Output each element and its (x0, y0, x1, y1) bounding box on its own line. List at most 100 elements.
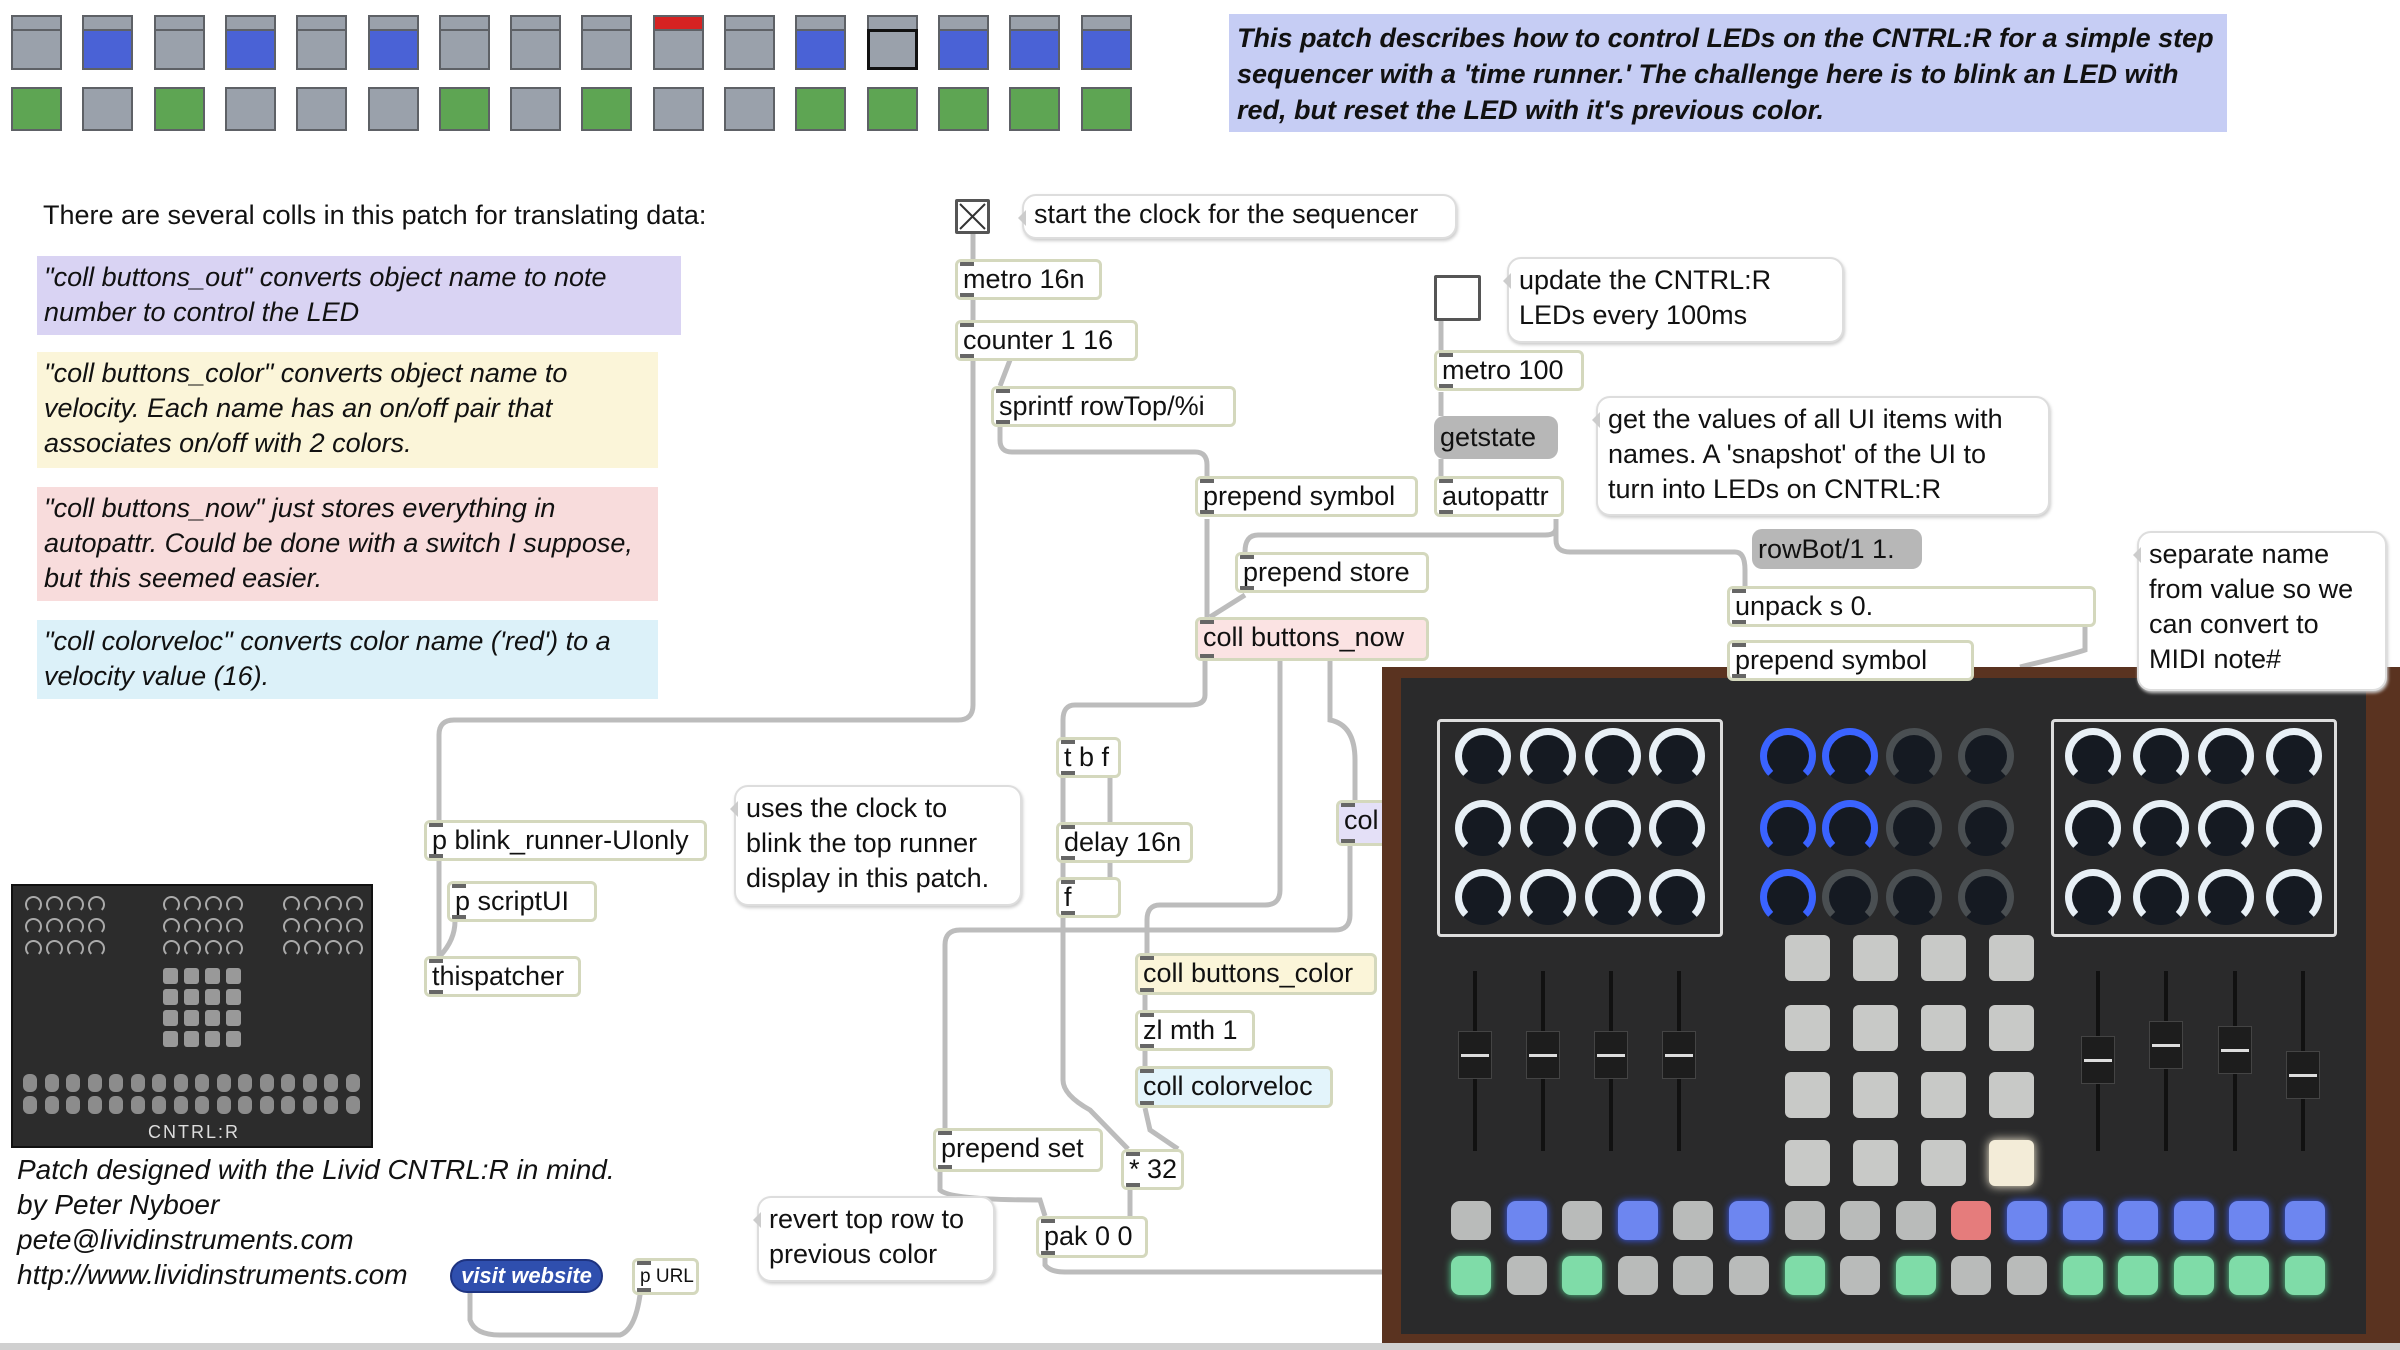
update-toggle[interactable] (1434, 275, 1481, 321)
scriptui-subpatch[interactable]: p scriptUI (447, 881, 597, 922)
fader (2081, 971, 2115, 1151)
prepend-set-object[interactable]: prepend set (933, 1128, 1103, 1172)
coll-colorveloc-object[interactable]: coll colorveloc (1135, 1066, 1333, 1108)
thumb-button (238, 1074, 252, 1092)
comment-uses-clock: uses the clock to blink the top runner d… (730, 785, 1022, 906)
runner-top-button[interactable] (153, 29, 205, 70)
x-mark-icon (959, 203, 986, 230)
thumb-button (152, 1074, 166, 1092)
thumb-knob (325, 940, 342, 957)
runner-bottom-button[interactable] (438, 87, 490, 131)
delay-object[interactable]: delay 16n (1056, 822, 1193, 863)
runner-top-button[interactable] (581, 29, 633, 70)
tbf-object[interactable]: t b f (1056, 737, 1121, 778)
runner-bottom-button[interactable] (510, 87, 562, 131)
runner-top-button[interactable] (795, 29, 847, 70)
runner-top-button[interactable] (724, 29, 775, 70)
runner-bottom-button[interactable] (153, 87, 205, 131)
runner-top-button[interactable] (82, 29, 134, 70)
runner-top-button[interactable] (296, 29, 348, 70)
runner-indicator (1009, 15, 1061, 29)
thispatcher-object[interactable]: thispatcher (424, 956, 581, 997)
zl-mth-object[interactable]: zl mth 1 (1135, 1010, 1255, 1051)
runner-bottom-button[interactable] (866, 87, 918, 131)
fader-cap (1662, 1031, 1696, 1079)
runner-bottom-button[interactable] (82, 87, 134, 131)
runner-top-button[interactable] (937, 29, 989, 70)
knob (1760, 728, 1816, 784)
runner-top-button[interactable] (367, 29, 419, 70)
thumb-button (152, 1096, 166, 1114)
runner-top-button[interactable] (866, 29, 918, 70)
getstate-message[interactable]: getstate (1434, 416, 1558, 459)
runner-top-button[interactable] (1009, 29, 1061, 70)
autopattr-object[interactable]: autopattr (1434, 476, 1564, 517)
thumb-button (345, 1096, 360, 1114)
prepend-symbol-object-2[interactable]: prepend symbol (1727, 640, 1974, 681)
pad (1921, 1005, 1966, 1051)
runner-top-button[interactable] (510, 29, 562, 70)
bottom-scrollbar[interactable] (0, 1343, 2400, 1350)
led-button (1673, 1256, 1714, 1295)
counter-object[interactable]: counter 1 16 (955, 320, 1138, 361)
runner-top-button[interactable] (224, 29, 276, 70)
thumb-pad (163, 968, 178, 984)
thumb-pad (163, 1031, 178, 1047)
runner-indicator (937, 15, 989, 29)
blink-runner-subpatch[interactable]: p blink_runner-UIonly (424, 820, 707, 861)
thumb-knob (25, 940, 42, 957)
p-url-subpatch[interactable]: p URL (632, 1258, 699, 1295)
metro-16n-object[interactable]: metro 16n (955, 259, 1102, 300)
unpack-object[interactable]: unpack s 0. (1727, 586, 2096, 627)
pad (1989, 1140, 2034, 1186)
led-button (2285, 1201, 2325, 1240)
prepend-store-object[interactable]: prepend store (1235, 552, 1429, 593)
led-button (1951, 1256, 1992, 1295)
runner-top-button[interactable] (11, 29, 62, 70)
float-object[interactable]: f (1056, 877, 1121, 918)
prepend-symbol-object[interactable]: prepend symbol (1195, 476, 1418, 517)
sprintf-object[interactable]: sprintf rowTop/%i (991, 386, 1236, 427)
runner-bottom-button[interactable] (1009, 87, 1061, 131)
led-button (1562, 1256, 1603, 1295)
knob (1822, 728, 1878, 784)
knob (1958, 869, 2014, 925)
metro-100-object[interactable]: metro 100 (1434, 350, 1584, 391)
visit-website-button[interactable]: visit website (450, 1259, 603, 1293)
thumb-knob (46, 940, 63, 957)
led-button (1451, 1256, 1491, 1295)
pad (1989, 1005, 2034, 1051)
runner-bottom-button[interactable] (724, 87, 775, 131)
cord (942, 661, 1358, 1128)
runner-bottom-button[interactable] (224, 87, 276, 131)
runner-bottom-button[interactable] (296, 87, 348, 131)
runner-top-button[interactable] (652, 29, 704, 70)
pak-object[interactable]: pak 0 0 (1036, 1216, 1148, 1258)
runner-top-button[interactable] (1080, 29, 1132, 70)
led-button (2007, 1256, 2047, 1295)
runner-top-button[interactable] (438, 29, 490, 70)
coll-buttons-color-object[interactable]: coll buttons_color (1135, 953, 1377, 995)
start-clock-toggle[interactable] (955, 199, 990, 234)
runner-bottom-button[interactable] (937, 87, 989, 131)
led-button (2007, 1201, 2047, 1240)
runner-bottom-button[interactable] (11, 87, 62, 131)
runner-bottom-button[interactable] (652, 87, 704, 131)
multiply-32-object[interactable]: * 32 (1121, 1149, 1184, 1190)
rowbot-message[interactable]: rowBot/1 1. (1752, 529, 1922, 569)
comment-start-clock: start the clock for the sequencer (1018, 194, 1457, 239)
pad (1785, 1072, 1830, 1118)
thumb-button (44, 1096, 59, 1114)
cord (1060, 661, 1208, 877)
fader-cap (1594, 1031, 1628, 1079)
coll-buttons-now-object[interactable]: coll buttons_now (1195, 617, 1429, 661)
knob (1760, 800, 1816, 856)
runner-indicator (153, 15, 205, 29)
runner-bottom-button[interactable] (581, 87, 633, 131)
runner-bottom-button[interactable] (367, 87, 419, 131)
thumb-button (109, 1096, 123, 1114)
knob (2266, 728, 2322, 784)
runner-bottom-button[interactable] (1080, 87, 1132, 131)
runner-bottom-button[interactable] (795, 87, 847, 131)
